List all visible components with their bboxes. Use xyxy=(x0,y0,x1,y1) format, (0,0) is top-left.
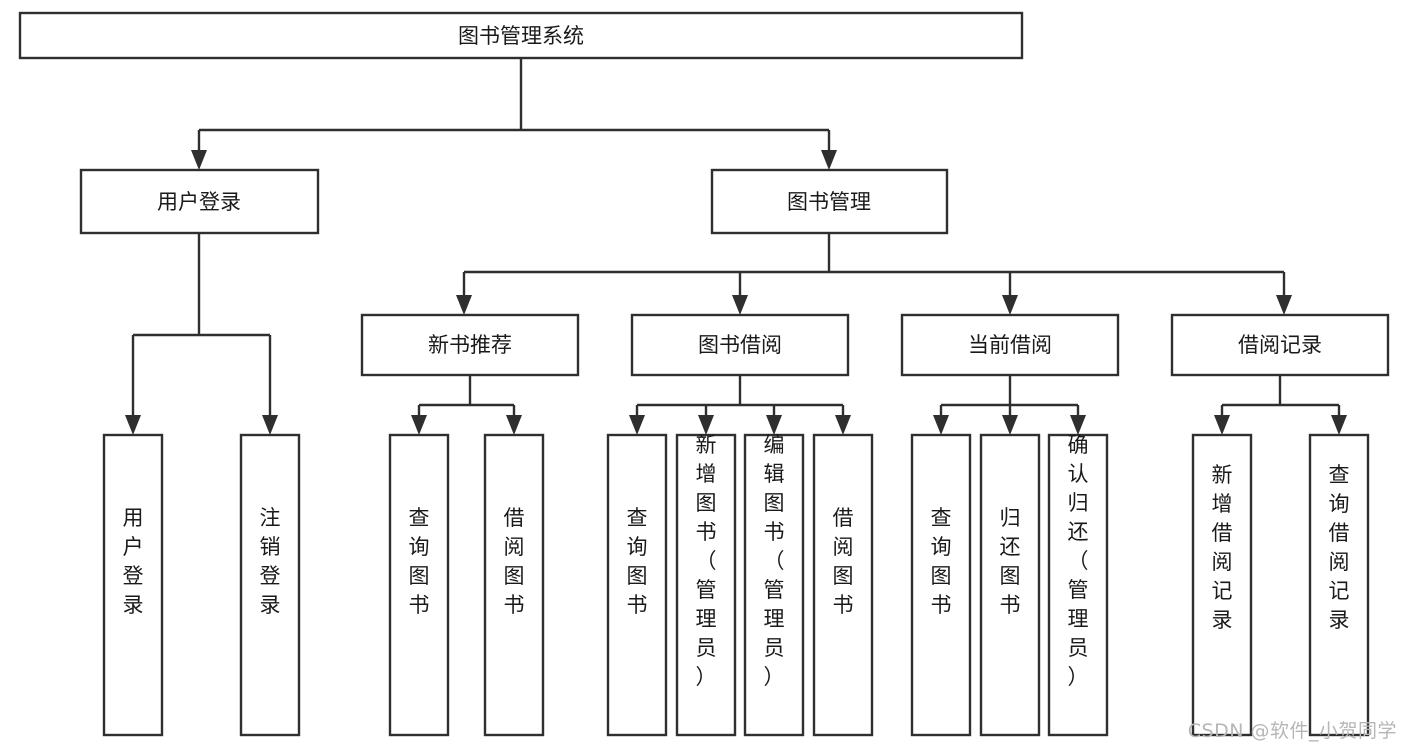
arrowhead-cb-confirm xyxy=(1070,415,1086,435)
connector-layer xyxy=(125,58,1347,435)
leaf-cb-return-book[interactable]: 归还图书 xyxy=(979,433,1041,737)
csdn-watermark: CSDN @软件_小贺同学 xyxy=(1187,720,1397,742)
leaf-bb-borrow-book-label: 借阅图书 xyxy=(833,506,854,617)
leaf-cb-query-book-label: 查询图书 xyxy=(931,506,952,617)
arrowhead-bb-borrow xyxy=(835,415,851,435)
leaf-bb-edit-book-label: 编辑图书（管理员） xyxy=(764,433,785,689)
leaf-cb-confirm-return[interactable]: 确认归还（管理员） xyxy=(1047,433,1109,737)
node-current-borrow-label: 当前借阅 xyxy=(968,333,1052,357)
arrowhead-br-add xyxy=(1214,415,1230,435)
arrowhead-new-book xyxy=(456,295,472,315)
node-book-management[interactable]: 图书管理 xyxy=(710,168,949,235)
leaf-bb-add-book-box[interactable] xyxy=(675,433,737,737)
leaf-logout-box[interactable] xyxy=(239,433,301,737)
arrowhead-leaf-logout xyxy=(262,415,278,435)
leaf-newbook-query-book[interactable]: 查询图书 xyxy=(388,433,450,737)
leaf-br-query-record[interactable]: 查询借阅记录 xyxy=(1308,433,1370,737)
node-user-login-label: 用户登录 xyxy=(157,190,241,214)
leaf-bb-add-book-label: 新增图书（管理员） xyxy=(696,433,717,689)
node-borrow-record-label: 借阅记录 xyxy=(1238,333,1322,357)
arrowhead-current-borrow xyxy=(1002,295,1018,315)
node-book-borrow[interactable]: 图书借阅 xyxy=(630,313,850,377)
node-new-book-recommend-box[interactable] xyxy=(360,313,580,377)
leaf-newbook-borrow-book-box[interactable] xyxy=(483,433,545,737)
leaf-user-login-box[interactable] xyxy=(102,433,164,737)
leaf-cb-query-book-box[interactable] xyxy=(910,433,972,737)
arrowhead-newbook-query xyxy=(411,415,427,435)
node-book-management-label: 图书管理 xyxy=(787,190,871,214)
arrowhead-cb-query xyxy=(933,415,949,435)
leaf-cb-return-book-box[interactable] xyxy=(979,433,1041,737)
arrowhead-bb-add xyxy=(698,415,714,435)
arrowhead-borrow-record xyxy=(1276,295,1292,315)
leaf-bb-query-book-box[interactable] xyxy=(606,433,668,737)
node-book-borrow-box[interactable] xyxy=(630,313,850,377)
leaf-user-login-label: 用户登录 xyxy=(123,506,144,617)
node-book-borrow-label: 图书借阅 xyxy=(698,333,782,357)
leaf-bb-query-book[interactable]: 查询图书 xyxy=(606,433,668,737)
leaf-cb-confirm-return-label: 确认归还（管理员） xyxy=(1068,433,1089,689)
arrowhead-leaf-user-login xyxy=(125,415,141,435)
leaf-newbook-query-book-label: 查询图书 xyxy=(409,506,430,617)
leaf-bb-add-book[interactable]: 新增图书（管理员） xyxy=(675,433,737,737)
arrowhead-book-mgmt xyxy=(821,150,837,170)
arrowhead-bb-query xyxy=(629,415,645,435)
node-current-borrow-box[interactable] xyxy=(900,313,1120,377)
node-borrow-record-box[interactable] xyxy=(1170,313,1390,377)
leaf-bb-query-book-label: 查询图书 xyxy=(627,506,648,617)
node-root-label: 图书管理系统 xyxy=(458,24,584,48)
node-current-borrow[interactable]: 当前借阅 xyxy=(900,313,1120,377)
leaf-logout-label: 注销登录 xyxy=(260,506,281,617)
arrowhead-cb-return xyxy=(1002,415,1018,435)
arrowhead-bb-edit xyxy=(766,415,782,435)
leaf-br-add-record-label: 新增借阅记录 xyxy=(1212,463,1233,632)
leaf-newbook-borrow-book[interactable]: 借阅图书 xyxy=(483,433,545,737)
leaf-cb-confirm-return-box[interactable] xyxy=(1047,433,1109,737)
node-user-login-box[interactable] xyxy=(79,168,320,235)
leaf-br-query-record-label: 查询借阅记录 xyxy=(1329,463,1350,632)
node-new-book-recommend-label: 新书推荐 xyxy=(428,333,512,357)
node-new-book-recommend[interactable]: 新书推荐 xyxy=(360,313,580,377)
leaf-newbook-query-book-box[interactable] xyxy=(388,433,450,737)
leaf-br-add-record[interactable]: 新增借阅记录 xyxy=(1191,433,1253,737)
leaf-bb-borrow-book[interactable]: 借阅图书 xyxy=(812,433,874,737)
node-user-login[interactable]: 用户登录 xyxy=(79,168,320,235)
leaf-newbook-borrow-book-label: 借阅图书 xyxy=(504,506,525,617)
leaf-br-query-record-box[interactable] xyxy=(1308,433,1370,737)
leaf-user-login[interactable]: 用户登录 xyxy=(102,433,164,737)
arrowhead-book-borrow xyxy=(732,295,748,315)
node-root-box[interactable] xyxy=(18,11,1024,60)
node-book-management-box[interactable] xyxy=(710,168,949,235)
leaf-logout[interactable]: 注销登录 xyxy=(239,433,301,737)
leaf-bb-borrow-book-box[interactable] xyxy=(812,433,874,737)
arrowhead-br-query xyxy=(1331,415,1347,435)
arrowhead-user-login xyxy=(191,150,207,170)
node-borrow-record[interactable]: 借阅记录 xyxy=(1170,313,1390,377)
leaf-bb-edit-book-box[interactable] xyxy=(743,433,805,737)
leaf-bb-edit-book[interactable]: 编辑图书（管理员） xyxy=(743,433,805,737)
leaf-cb-return-book-label: 归还图书 xyxy=(1000,506,1021,617)
arrowhead-newbook-borrow xyxy=(506,415,522,435)
leaf-br-add-record-box[interactable] xyxy=(1191,433,1253,737)
node-root[interactable]: 图书管理系统 xyxy=(18,11,1024,60)
leaf-cb-query-book[interactable]: 查询图书 xyxy=(910,433,972,737)
